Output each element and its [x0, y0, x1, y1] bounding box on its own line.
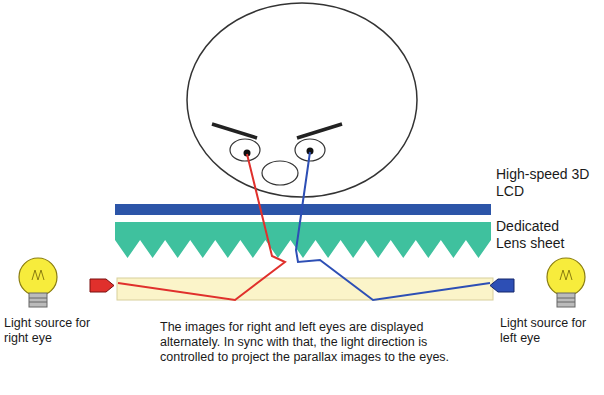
eyebrow	[297, 124, 342, 138]
eye	[230, 139, 260, 161]
lens-sheet-label: Dedicated Lens sheet	[496, 218, 592, 252]
light-source-label: Light source for left eye	[500, 316, 600, 346]
red-emitter	[90, 279, 114, 292]
light-guide	[117, 278, 493, 300]
light-bulb	[19, 258, 57, 307]
blue-emitter	[490, 279, 514, 292]
eyebrow	[212, 124, 257, 138]
left-eye-light-path	[296, 152, 490, 300]
lens-sheet	[115, 222, 491, 258]
lcd-label: High-speed 3D LCD	[496, 166, 592, 200]
right-eye-light-path	[118, 154, 285, 300]
caption-note: The images for right and left eyes are d…	[160, 320, 460, 365]
light-source-label: Light source for right eye	[4, 316, 104, 346]
head	[187, 3, 417, 197]
nose	[262, 161, 298, 185]
light-bulb	[547, 258, 585, 307]
